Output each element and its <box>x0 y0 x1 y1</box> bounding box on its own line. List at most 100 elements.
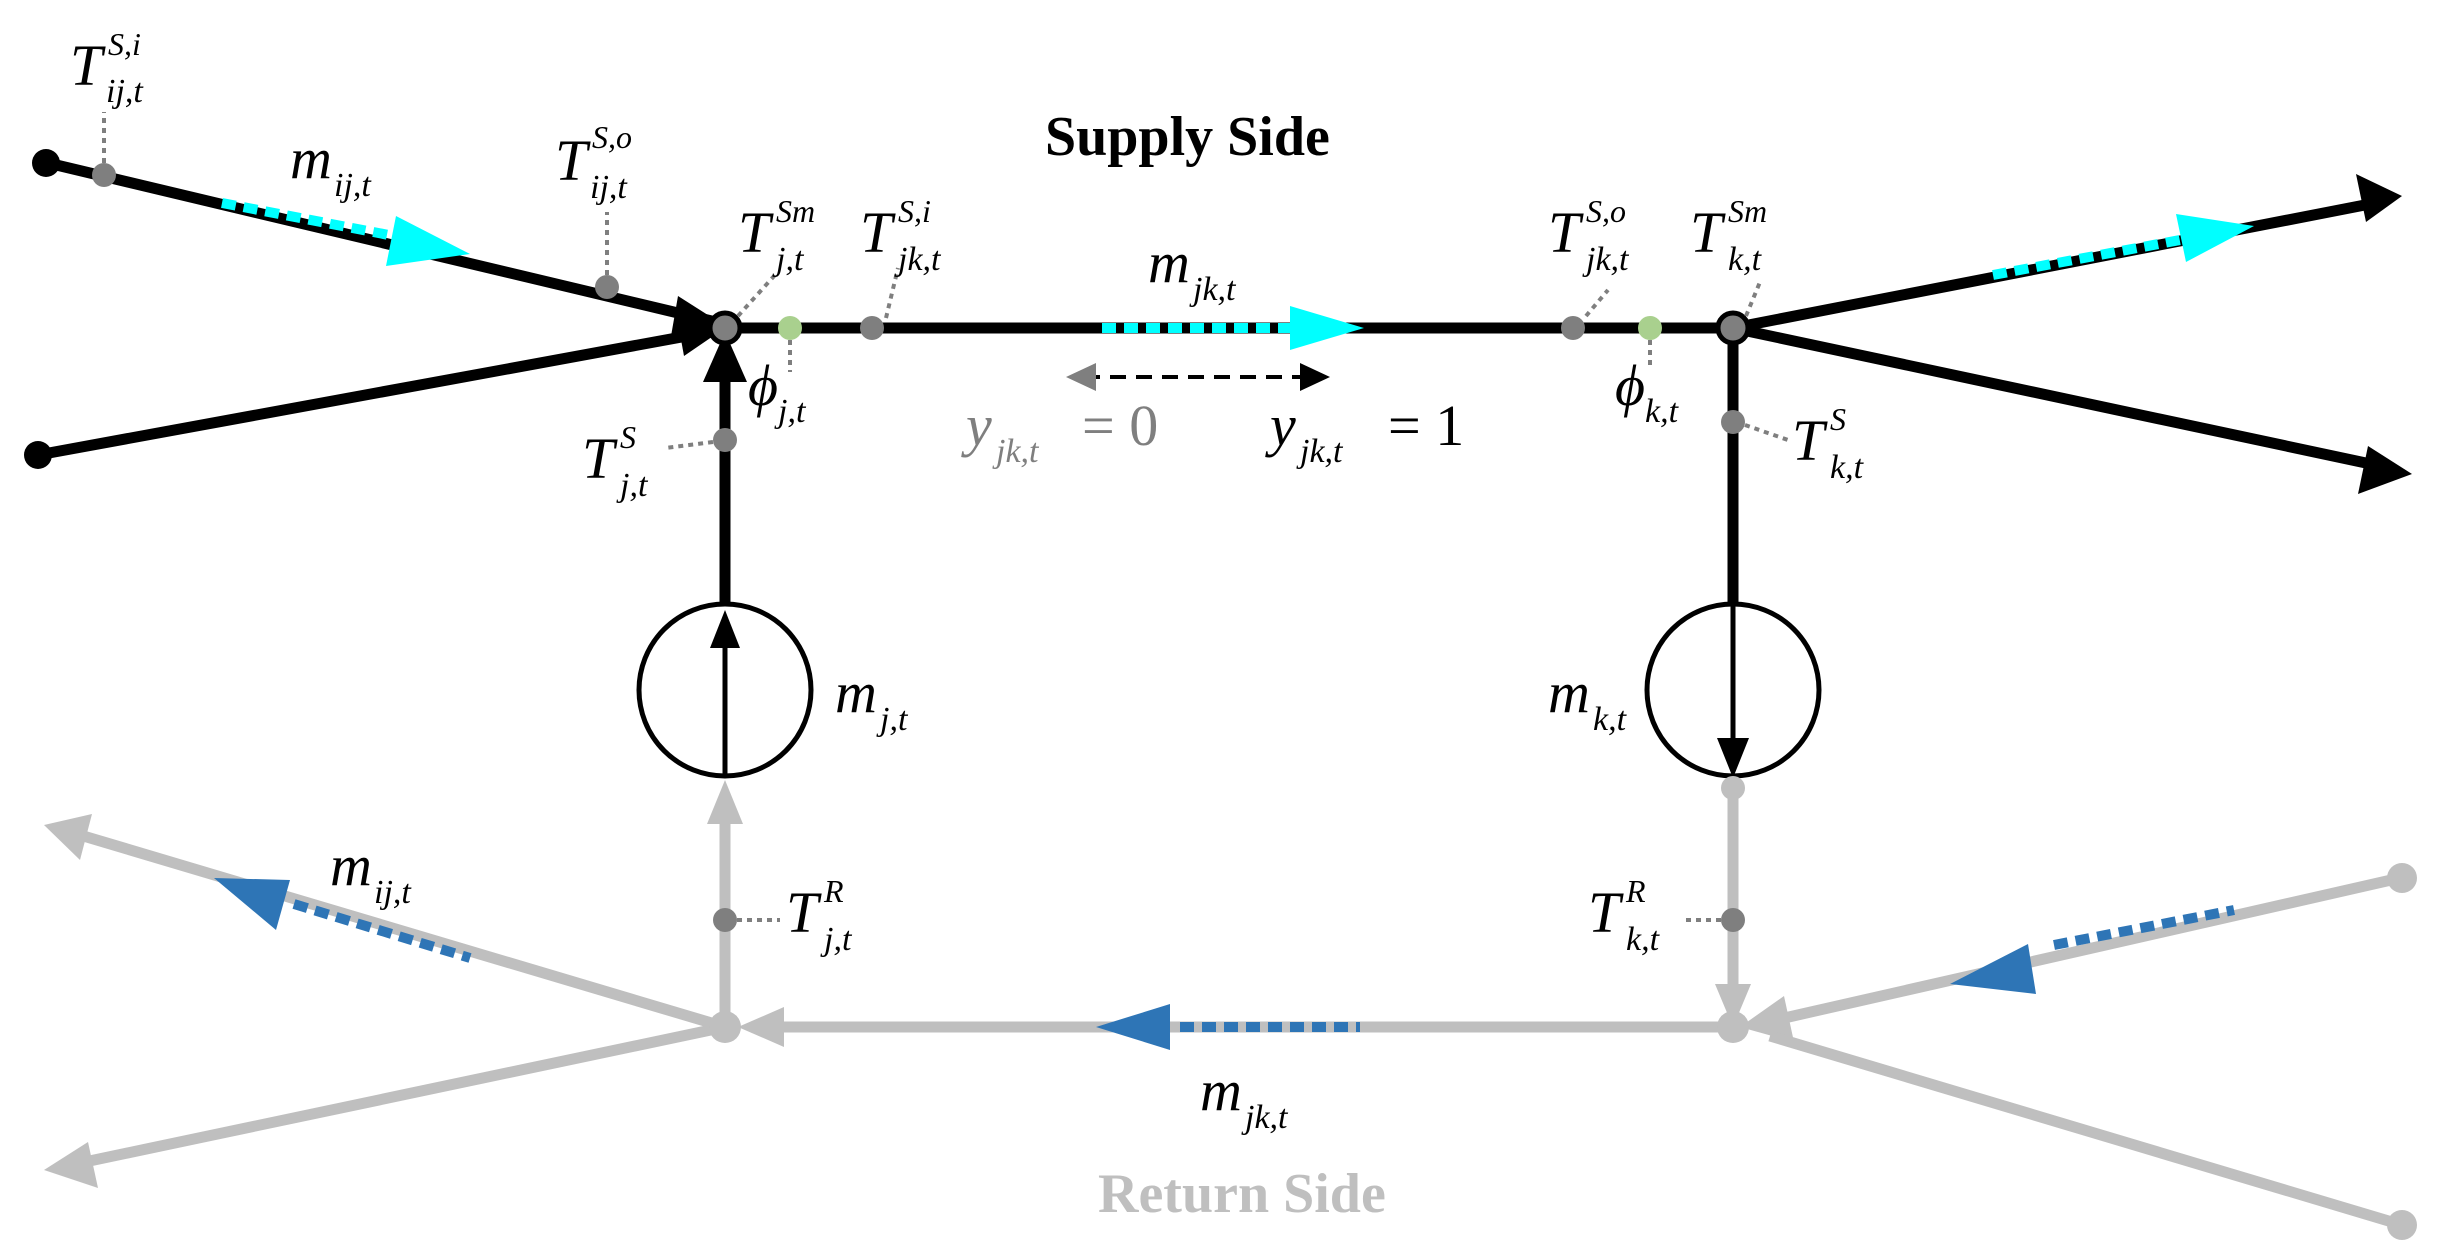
svg-text:T: T <box>786 880 822 945</box>
sensor-T-j-S <box>713 428 737 452</box>
label-m-jk-supply: m jk,t <box>1148 230 1237 308</box>
svg-text:T: T <box>1548 200 1584 265</box>
label-T-ij-S-o: T S,o ij,t <box>555 119 632 206</box>
svg-text:j,t: j,t <box>772 241 805 278</box>
svg-text:= 1: = 1 <box>1388 393 1464 458</box>
svg-text:jk,t: jk,t <box>1296 433 1344 470</box>
label-T-k-S: T S k,t <box>1792 401 1865 486</box>
label-T-ij-S-i: T S,i ij,t <box>70 26 144 110</box>
supply-riser-j-arrowhead <box>703 332 747 382</box>
return-pipe-ij-arrowhead <box>44 814 92 860</box>
svg-text:R: R <box>823 873 844 909</box>
return-flow-arrow-jk <box>1096 1004 1170 1050</box>
flow-dash-ij <box>221 198 395 241</box>
svg-text:Sm: Sm <box>1728 193 1767 229</box>
svg-text:S: S <box>620 419 636 455</box>
supply-pipe-outlet-lower-arrowhead <box>2358 446 2412 494</box>
svg-text:m: m <box>835 660 877 725</box>
return-network <box>44 776 2417 1240</box>
label-T-j-Sm: T Sm j,t <box>738 193 815 278</box>
supply-pipe-outlet-upper <box>1731 198 2372 334</box>
return-riser-j-arrowhead <box>707 780 743 824</box>
svg-text:m: m <box>1548 660 1590 725</box>
svg-text:jk,t: jk,t <box>1189 271 1237 308</box>
sensor-T-k-S <box>1721 410 1745 434</box>
svg-text:ij,t: ij,t <box>334 167 372 204</box>
svg-text:ϕ: ϕ <box>748 353 778 418</box>
svg-text:j,t: j,t <box>774 393 807 430</box>
svg-text:jk,t: jk,t <box>1582 241 1630 278</box>
return-flow-arrow-ij <box>214 878 290 930</box>
svg-text:ij,t: ij,t <box>590 169 628 206</box>
label-phi-k: ϕ k,t <box>1615 353 1680 430</box>
svg-text:ij,t: ij,t <box>106 73 144 110</box>
svg-text:Sm: Sm <box>776 193 815 229</box>
svg-text:T: T <box>70 33 106 98</box>
return-pipe-inlet-upper <box>1778 872 2402 1025</box>
supply-pipe-lower-inlet <box>37 324 721 461</box>
supply-leader-lines <box>102 112 1789 450</box>
return-source-node-lower <box>2387 1210 2417 1240</box>
label-T-jk-S-i: T S,i jk,t <box>860 193 942 278</box>
label-T-k-R: T R k,t <box>1588 873 1661 958</box>
direction-arrowhead-y1 <box>1300 363 1330 391</box>
svg-text:k,t: k,t <box>1593 701 1628 738</box>
flow-arrow-jk <box>1290 306 1364 350</box>
supply-pipe-lower-arrowhead <box>676 312 722 356</box>
svg-text:jk,t: jk,t <box>992 433 1040 470</box>
label-m-ij-supply: m ij,t <box>290 126 372 204</box>
svg-text:j,t: j,t <box>820 921 853 958</box>
return-flow-arrow-inlet <box>1950 944 2036 994</box>
label-m-jk-return: m jk,t <box>1200 1058 1289 1136</box>
svg-text:k,t: k,t <box>1626 921 1661 958</box>
return-pipe-lower-arrowhead <box>44 1142 98 1188</box>
label-T-k-Sm: T Sm k,t <box>1690 193 1767 278</box>
label-y-jk-zero: y jk,t = 0 <box>961 393 1158 470</box>
return-pipe-jk-arrowhead <box>738 1007 784 1047</box>
svg-text:R: R <box>1625 873 1646 909</box>
supply-network <box>24 112 2412 779</box>
direction-arrowhead-y0 <box>1066 363 1096 391</box>
label-T-j-S: T S j,t <box>582 419 649 504</box>
return-pipe-inlet-lower <box>1768 1030 2404 1231</box>
label-m-ij-return: m ij,t <box>330 833 412 911</box>
svg-text:k,t: k,t <box>1830 449 1865 486</box>
svg-text:m: m <box>290 126 332 191</box>
svg-text:T: T <box>1792 408 1828 473</box>
label-T-jk-S-o: T S,o jk,t <box>1548 193 1630 278</box>
svg-text:T: T <box>1588 880 1624 945</box>
node-k <box>1715 310 1751 346</box>
svg-text:T: T <box>738 200 774 265</box>
return-drop-k-arrowhead <box>1715 984 1751 1027</box>
return-load-bottom <box>1721 776 1745 800</box>
supply-source-node-upper <box>32 149 60 177</box>
svg-text:k,t: k,t <box>1728 241 1763 278</box>
svg-text:y: y <box>961 393 992 458</box>
supply-source-node-lower <box>24 441 52 469</box>
svg-text:S: S <box>1830 401 1846 437</box>
label-phi-j: ϕ j,t <box>748 353 807 430</box>
svg-text:j,t: j,t <box>616 467 649 504</box>
sensor-T-ij-S-i <box>92 163 116 187</box>
svg-text:k,t: k,t <box>1645 393 1680 430</box>
return-side-title: Return Side <box>1098 1163 1386 1225</box>
svg-text:S,o: S,o <box>1586 193 1626 229</box>
return-flow-dash-ij <box>292 899 472 963</box>
svg-text:jk,t: jk,t <box>1241 1099 1289 1136</box>
node-j <box>707 310 743 346</box>
svg-text:m: m <box>330 833 372 898</box>
heat-load-k-arrowhead <box>1717 738 1749 778</box>
label-T-j-R: T R j,t <box>786 873 853 958</box>
sensor-T-k-R <box>1721 908 1745 932</box>
svg-text:ϕ: ϕ <box>1615 353 1645 418</box>
phi-node-j <box>778 316 802 340</box>
sensor-T-jk-S-o <box>1561 316 1585 340</box>
sensor-T-jk-S-i <box>860 316 884 340</box>
return-pipe-lower-outlet <box>78 1021 727 1169</box>
svg-text:T: T <box>582 426 618 491</box>
label-m-j: m j,t <box>835 660 909 738</box>
return-source-node-upper <box>2387 863 2417 893</box>
return-node-j <box>709 1011 741 1043</box>
